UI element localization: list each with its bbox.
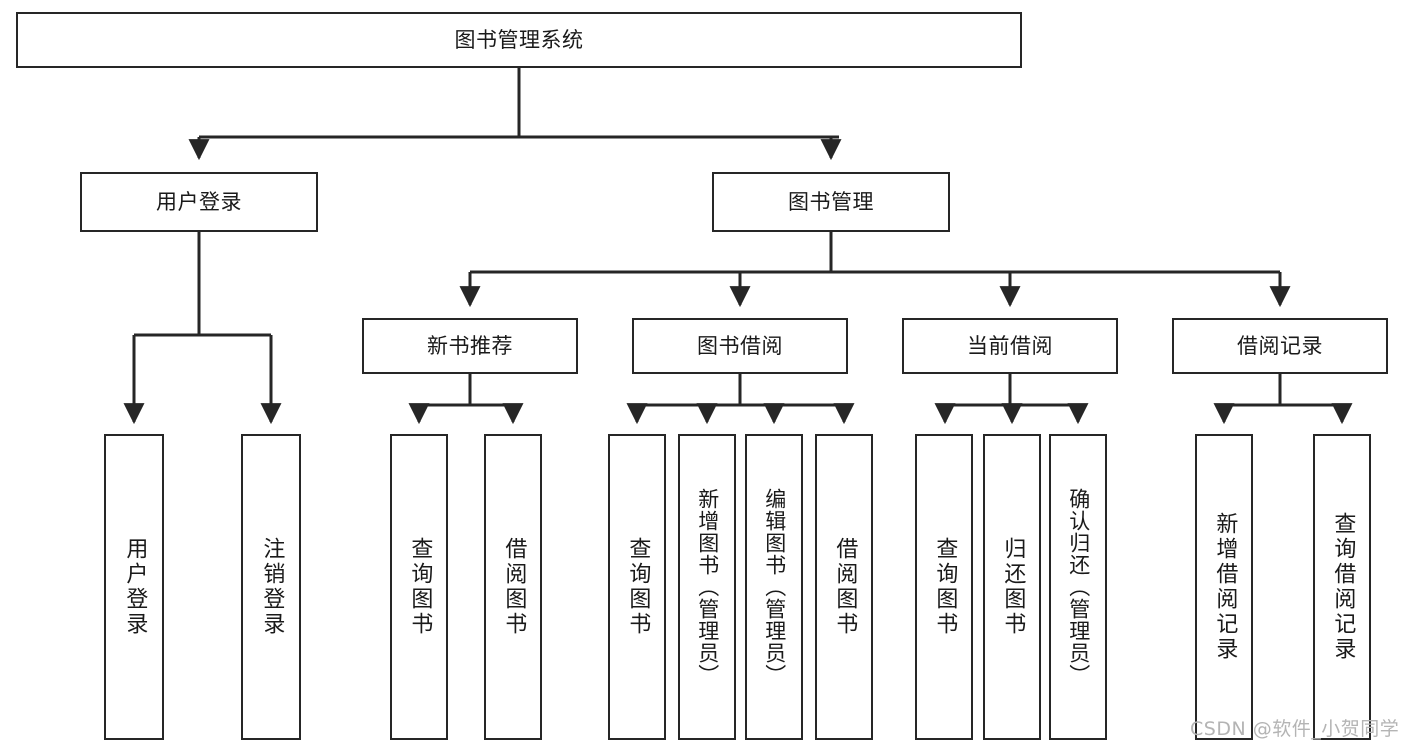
- node-leaf-confirm-return[interactable]: 确认归还（管理员）: [1049, 434, 1107, 740]
- node-user-login[interactable]: 用户登录: [80, 172, 318, 232]
- node-leaf-user-login[interactable]: 用户登录: [104, 434, 164, 740]
- node-leaf-query-book-2[interactable]: 查询图书: [608, 434, 666, 740]
- node-leaf-query-book-3-label: 查询图书: [932, 537, 958, 637]
- node-leaf-edit-book[interactable]: 编辑图书（管理员）: [745, 434, 803, 740]
- node-root[interactable]: 图书管理系统: [16, 12, 1022, 68]
- node-leaf-return-book[interactable]: 归还图书: [983, 434, 1041, 740]
- node-leaf-logout[interactable]: 注销登录: [241, 434, 301, 740]
- node-leaf-query-book-1-label: 查询图书: [407, 537, 433, 637]
- node-leaf-borrow-book-1-label: 借阅图书: [501, 537, 527, 637]
- node-root-label: 图书管理系统: [454, 27, 584, 52]
- node-leaf-query-book-3[interactable]: 查询图书: [915, 434, 973, 740]
- node-current-borrow-label: 当前借阅: [967, 333, 1053, 358]
- node-leaf-borrow-book-2-label: 借阅图书: [832, 537, 858, 637]
- node-leaf-edit-book-label: 编辑图书（管理员）: [762, 488, 787, 686]
- node-book-manage[interactable]: 图书管理: [712, 172, 950, 232]
- node-new-book-recommend-label: 新书推荐: [427, 333, 513, 358]
- node-leaf-return-book-label: 归还图书: [1000, 537, 1026, 637]
- node-leaf-query-book-2-label: 查询图书: [625, 537, 651, 637]
- node-leaf-add-book-label: 新增图书（管理员）: [695, 488, 720, 686]
- node-leaf-borrow-book-1[interactable]: 借阅图书: [484, 434, 542, 740]
- node-leaf-add-book[interactable]: 新增图书（管理员）: [678, 434, 736, 740]
- node-book-borrow-label: 图书借阅: [697, 333, 783, 358]
- node-current-borrow[interactable]: 当前借阅: [902, 318, 1118, 374]
- node-borrow-record-label: 借阅记录: [1237, 333, 1323, 358]
- node-leaf-logout-label: 注销登录: [259, 537, 285, 637]
- node-leaf-add-record-label: 新增借阅记录: [1212, 512, 1238, 662]
- node-book-manage-label: 图书管理: [788, 189, 874, 214]
- node-leaf-user-login-label: 用户登录: [122, 537, 148, 637]
- node-leaf-add-record[interactable]: 新增借阅记录: [1195, 434, 1253, 740]
- node-leaf-borrow-book-2[interactable]: 借阅图书: [815, 434, 873, 740]
- node-leaf-confirm-return-label: 确认归还（管理员）: [1066, 488, 1091, 686]
- node-borrow-record[interactable]: 借阅记录: [1172, 318, 1388, 374]
- node-leaf-query-record-label: 查询借阅记录: [1330, 512, 1356, 662]
- node-leaf-query-record[interactable]: 查询借阅记录: [1313, 434, 1371, 740]
- csdn-watermark: CSDN @软件_小贺同学: [1190, 718, 1400, 740]
- node-user-login-label: 用户登录: [156, 189, 242, 214]
- node-leaf-query-book-1[interactable]: 查询图书: [390, 434, 448, 740]
- node-new-book-recommend[interactable]: 新书推荐: [362, 318, 578, 374]
- node-book-borrow[interactable]: 图书借阅: [632, 318, 848, 374]
